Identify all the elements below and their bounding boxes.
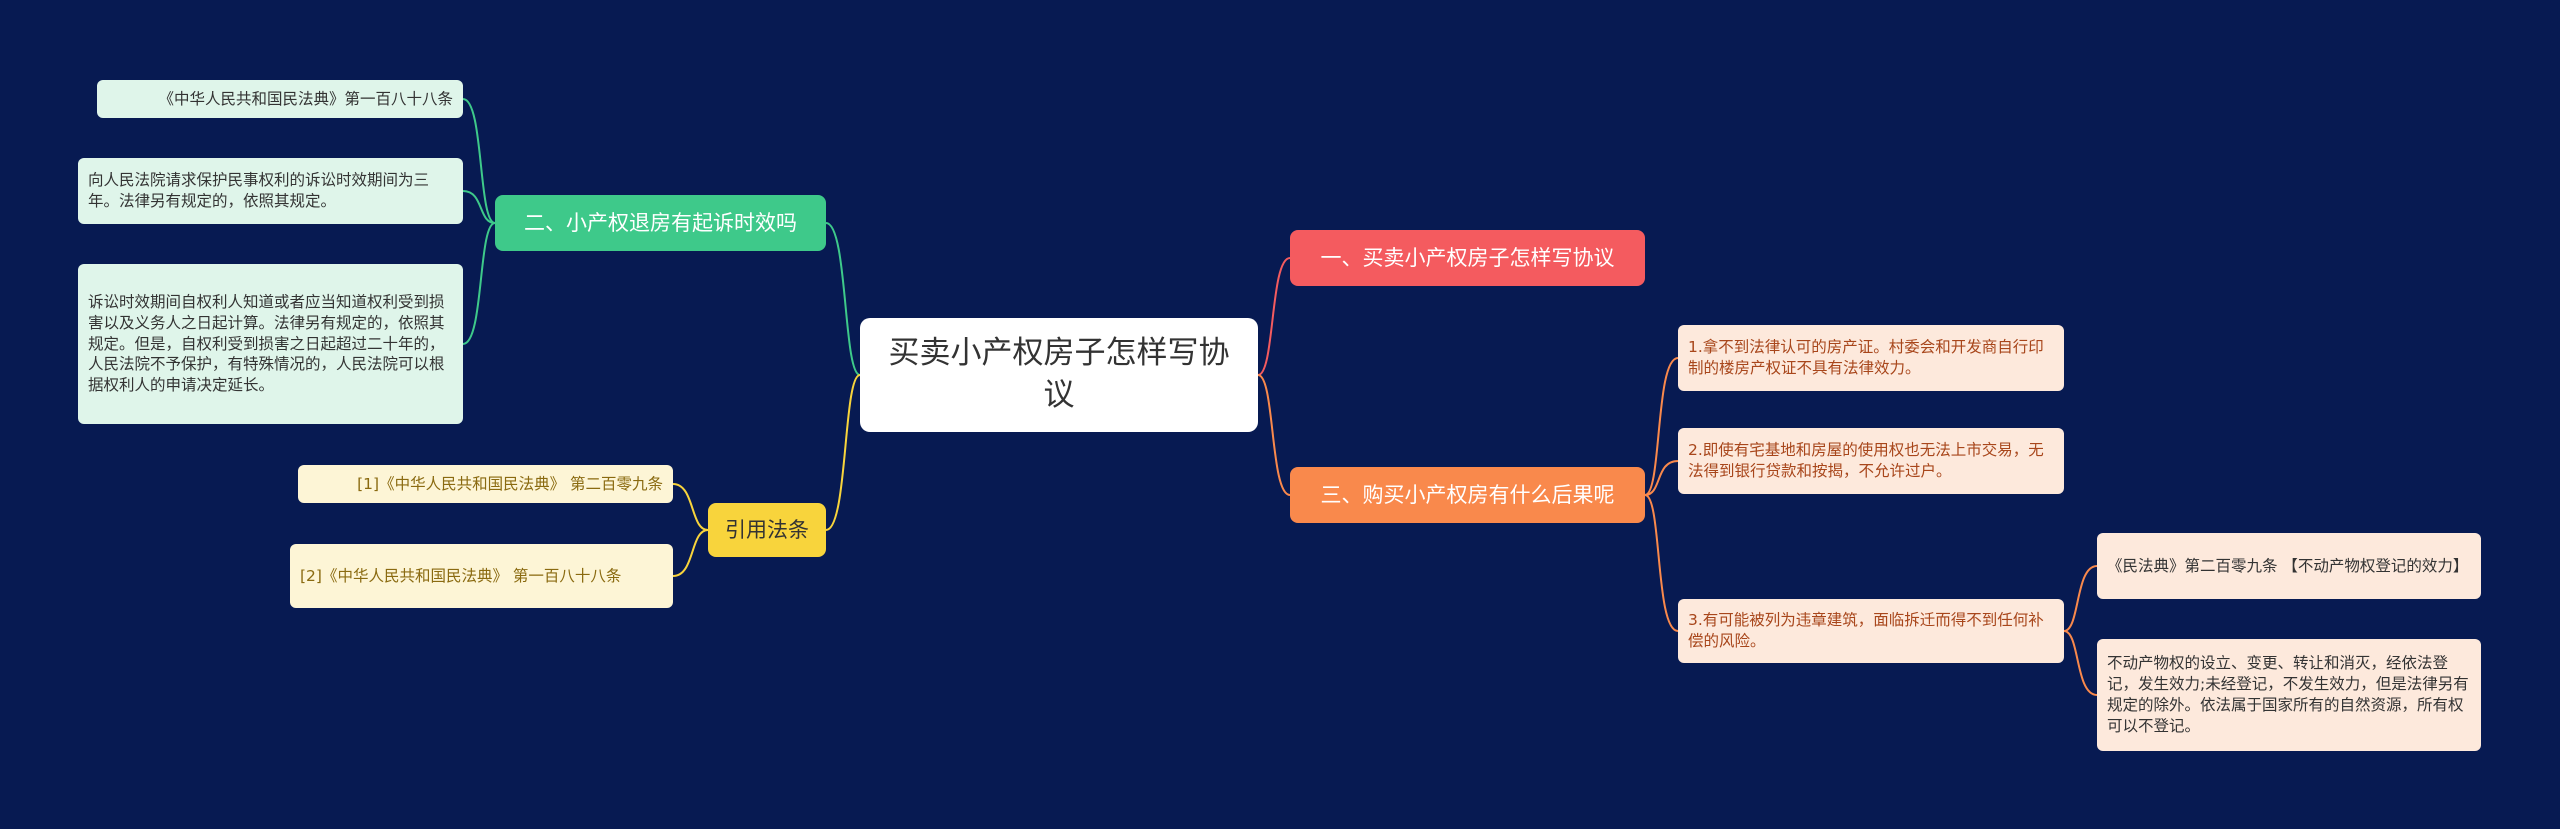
link-cons-sub-1 — [2063, 565, 2098, 632]
link-cit-1 — [672, 483, 709, 531]
citation-item-text: [1]《中华人民共和国民法典》 第二百零九条 — [357, 474, 663, 493]
branch-consequences[interactable]: 三、购买小产权房有什么后果呢 — [1290, 467, 1645, 523]
consequence-subitem-text: 《民法典》第二百零九条 【不动产物权登记的效力】 — [2107, 556, 2469, 575]
link-lim-3 — [462, 222, 496, 345]
consequence-item[interactable]: 2.即使有宅基地和房屋的使用权也无法上市交易，无法得到银行贷款和按揭，不允许过户… — [1678, 428, 2064, 494]
link-lim-1 — [462, 98, 496, 224]
limitation-item[interactable]: 诉讼时效期间自权利人知道或者应当知道权利受到损害以及义务人之日起计算。法律另有规… — [78, 264, 463, 424]
link-cons-1 — [1644, 357, 1679, 496]
branch-citations-label: 引用法条 — [725, 517, 809, 542]
link-cons-2 — [1644, 460, 1679, 496]
citation-item-text: [2]《中华人民共和国民法典》 第一百八十八条 — [300, 566, 622, 585]
link-root-consequences — [1257, 374, 1291, 496]
limitation-item-text: 诉讼时效期间自权利人知道或者应当知道权利受到损害以及义务人之日起计算。法律另有规… — [88, 292, 445, 395]
citation-item[interactable]: [2]《中华人民共和国民法典》 第一百八十八条 — [290, 544, 673, 608]
root-topic-label: 买卖小产权房子怎样写协议 — [888, 335, 1230, 413]
link-root-agreement — [1257, 257, 1291, 376]
consequence-item[interactable]: 1.拿不到法律认可的房产证。村委会和开发商自行印制的楼房产权证不具有法律效力。 — [1678, 325, 2064, 391]
consequence-item-text: 1.拿不到法律认可的房产证。村委会和开发商自行印制的楼房产权证不具有法律效力。 — [1688, 338, 2044, 377]
limitation-item-text: 《中华人民共和国民法典》第一百八十八条 — [158, 89, 453, 108]
consequence-subitem-text: 不动产物权的设立、变更、转让和消灭，经依法登记，发生效力;未经登记，不发生效力，… — [2107, 654, 2469, 735]
root-topic[interactable]: 买卖小产权房子怎样写协议 — [860, 318, 1258, 432]
link-root-limitation — [825, 222, 861, 376]
consequence-item-text: 3.有可能被列为违章建筑，面临拆迁而得不到任何补偿的风险。 — [1688, 611, 2044, 650]
limitation-item[interactable]: 《中华人民共和国民法典》第一百八十八条 — [97, 80, 463, 118]
consequence-subitem[interactable]: 《民法典》第二百零九条 【不动产物权登记的效力】 — [2097, 533, 2481, 599]
citation-item[interactable]: [1]《中华人民共和国民法典》 第二百零九条 — [298, 465, 673, 503]
branch-agreement-label: 一、买卖小产权房子怎样写协议 — [1320, 245, 1615, 270]
branch-citations[interactable]: 引用法条 — [708, 503, 826, 557]
limitation-item[interactable]: 向人民法院请求保护民事权利的诉讼时效期间为三年。法律另有规定的，依照其规定。 — [78, 158, 463, 224]
consequence-item[interactable]: 3.有可能被列为违章建筑，面临拆迁而得不到任何补偿的风险。 — [1678, 599, 2064, 663]
consequence-item-text: 2.即使有宅基地和房屋的使用权也无法上市交易，无法得到银行贷款和按揭，不允许过户… — [1688, 441, 2044, 480]
branch-agreement[interactable]: 一、买卖小产权房子怎样写协议 — [1290, 230, 1645, 286]
link-cons-sub-2 — [2063, 630, 2098, 696]
consequence-subitem[interactable]: 不动产物权的设立、变更、转让和消灭，经依法登记，发生效力;未经登记，不发生效力，… — [2097, 639, 2481, 751]
branch-limitation-label: 二、小产权退房有起诉时效吗 — [524, 210, 797, 235]
branch-limitation[interactable]: 二、小产权退房有起诉时效吗 — [495, 195, 826, 251]
link-cons-3 — [1644, 494, 1679, 632]
branch-consequences-label: 三、购买小产权房有什么后果呢 — [1320, 482, 1615, 507]
link-root-citations — [825, 374, 861, 531]
link-cit-2 — [672, 529, 709, 577]
link-lim-2 — [462, 190, 496, 224]
limitation-item-text: 向人民法院请求保护民事权利的诉讼时效期间为三年。法律另有规定的，依照其规定。 — [88, 171, 430, 210]
